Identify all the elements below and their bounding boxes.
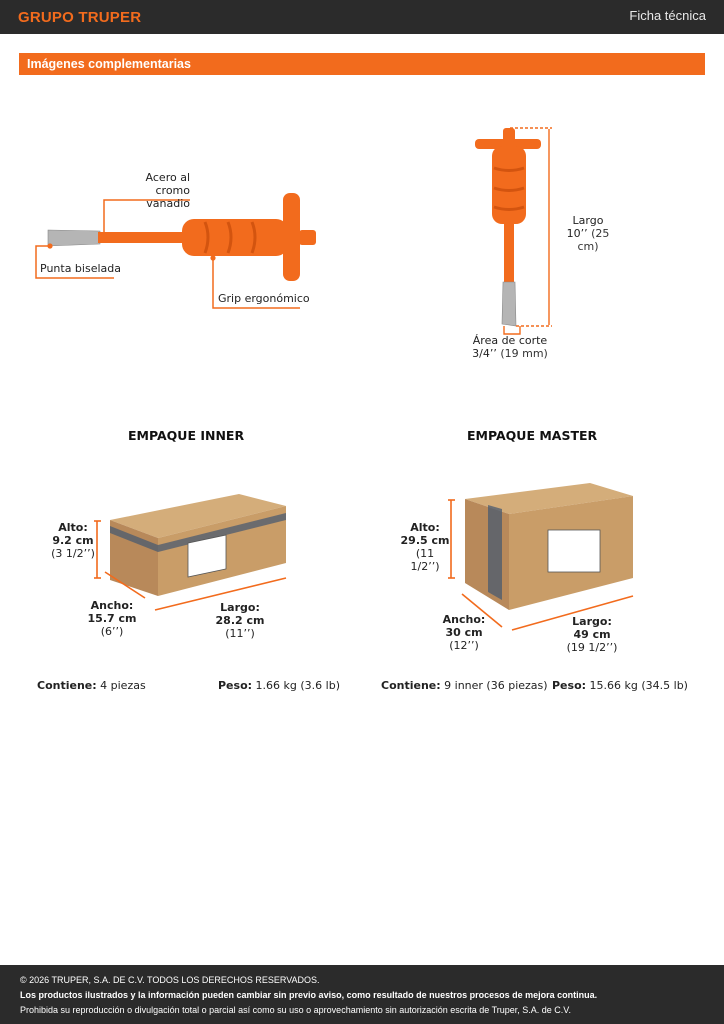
master-alto-callout: Alto: 29.5 cm (11 1/2’’): [400, 521, 450, 574]
master-largo-label: Largo:: [572, 615, 612, 628]
inner-largo-in: (11’’): [225, 626, 255, 640]
master-alto-cm: 29.5 cm: [400, 533, 450, 547]
master-largo-in: (19 1/2’’): [566, 640, 618, 654]
cut-area-callout: Área de corte 3/4’’ (19 mm): [470, 334, 550, 361]
master-peso-label: Peso:: [552, 679, 587, 692]
chisel-horizontal-illustration: [47, 193, 316, 281]
material-line1: Acero al: [145, 171, 190, 184]
master-peso: Peso: 15.66 kg (34.5 lb): [552, 679, 688, 693]
inner-largo-callout: Largo: 28.2 cm (11’’): [212, 601, 268, 641]
master-peso-value: 15.66 kg (34.5 lb): [589, 679, 688, 692]
inner-ancho-in: (6’’): [100, 624, 124, 638]
footer-bar: © 2026 TRUPER, S.A. DE C.V. TODOS LOS DE…: [0, 965, 724, 1024]
inner-ancho-label: Ancho:: [90, 599, 134, 612]
material-callout: Acero al cromo vanadio: [110, 171, 190, 211]
master-ancho-label: Ancho:: [442, 613, 486, 626]
document-type-label: Ficha técnica: [629, 8, 706, 23]
master-largo-cm: 49 cm: [573, 627, 611, 641]
inner-box-dimension-lines: [94, 520, 287, 611]
inner-ancho-cm: 15.7 cm: [87, 611, 137, 625]
length-dimension-line: [503, 127, 552, 335]
section-title: Imágenes complementarias: [27, 57, 191, 71]
inner-box-illustration: [110, 494, 286, 596]
footer-copyright: © 2026 TRUPER, S.A. DE C.V. TODOS LOS DE…: [20, 975, 320, 985]
inner-peso: Peso: 1.66 kg (3.6 lb): [218, 679, 340, 693]
inner-ancho-callout: Ancho: 15.7 cm (6’’): [85, 599, 139, 639]
inner-contiene-value: 4 piezas: [100, 679, 146, 692]
master-ancho-cm: 30 cm: [445, 625, 483, 639]
callout-lines-horizontal: [35, 199, 300, 309]
master-contiene: Contiene: 9 inner (36 piezas): [381, 679, 548, 693]
master-alto-label: Alto:: [410, 521, 440, 534]
inner-alto-cm: 9.2 cm: [52, 533, 94, 547]
tip-callout: Punta biselada: [40, 262, 121, 275]
master-alto-in: (11 1/2’’): [410, 546, 440, 573]
inner-largo-cm: 28.2 cm: [215, 613, 265, 627]
footer-legal: Prohibida su reproducción o divulgación …: [20, 1005, 571, 1015]
master-ancho-callout: Ancho: 30 cm (12’’): [440, 613, 488, 653]
length-label: Largo: [572, 214, 604, 227]
length-value: 10’’: [566, 226, 588, 240]
inner-largo-label: Largo:: [220, 601, 260, 614]
inner-alto-label: Alto:: [58, 521, 88, 534]
footer-notice: Los productos ilustrados y la informació…: [20, 990, 598, 1000]
section-header-bar: Imágenes complementarias: [19, 53, 705, 75]
inner-contiene: Contiene: 4 piezas: [37, 679, 146, 693]
master-contiene-label: Contiene:: [381, 679, 441, 692]
cut-area-metric: (19 mm): [500, 346, 548, 360]
grip-callout: Grip ergonómico: [218, 292, 310, 305]
master-box-illustration: [465, 483, 633, 610]
chisel-vertical-illustration: [475, 128, 541, 327]
length-metric: (25 cm): [577, 226, 610, 253]
master-largo-callout: Largo: 49 cm (19 1/2’’): [566, 615, 618, 655]
inner-alto-in: (3 1/2’’): [51, 546, 95, 560]
master-package-title: EMPAQUE MASTER: [467, 428, 598, 443]
master-box-dimension-lines: [448, 499, 634, 631]
master-contiene-value: 9 inner (36 piezas): [444, 679, 548, 692]
inner-contiene-label: Contiene:: [37, 679, 97, 692]
material-line2: cromo vanadio: [146, 183, 190, 210]
master-ancho-in: (12’’): [449, 638, 479, 652]
cut-area-value: 3/4’’: [472, 346, 497, 360]
brand-logo: GRUPO TRUPER: [18, 9, 142, 26]
inner-package-title: EMPAQUE INNER: [128, 428, 245, 443]
inner-alto-callout: Alto: 9.2 cm (3 1/2’’): [50, 521, 96, 561]
inner-peso-value: 1.66 kg (3.6 lb): [255, 679, 340, 692]
cut-area-label: Área de corte: [472, 334, 548, 347]
inner-peso-label: Peso:: [218, 679, 253, 692]
length-callout: Largo 10’’ (25 cm): [558, 214, 618, 254]
top-header-bar: GRUPO TRUPER Ficha técnica: [0, 0, 724, 34]
